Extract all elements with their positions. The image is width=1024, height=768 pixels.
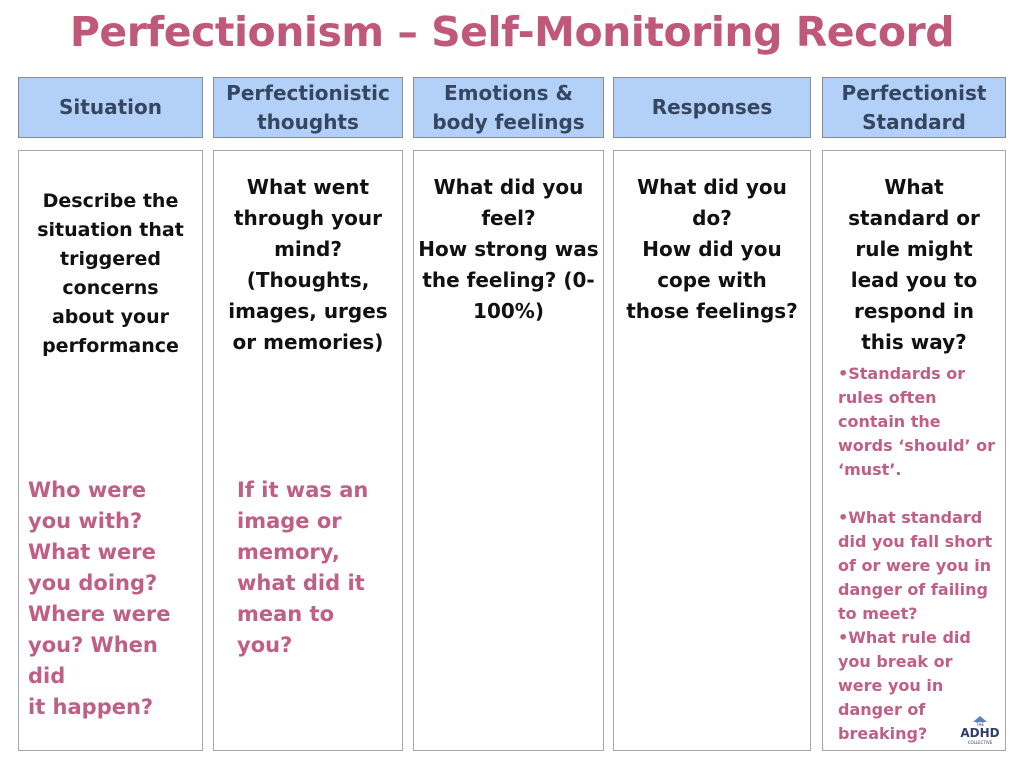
header-responses: Responses bbox=[613, 77, 811, 138]
column-thoughts: What went through your mind? (Thoughts, … bbox=[213, 150, 403, 751]
column-standard: What standard or rule might lead you to … bbox=[822, 150, 1006, 751]
thoughts-hint: If it was an image or memory, what did i… bbox=[237, 478, 369, 657]
standard-note-2: •What standard did you fall short of or … bbox=[838, 508, 993, 623]
logo-sub: COLLECTIVE bbox=[967, 740, 993, 745]
page-title: Perfectionism – Self-Monitoring Record bbox=[69, 8, 955, 56]
logo-the: THE bbox=[976, 722, 984, 727]
standard-note-1: •Standards or rules often contain the wo… bbox=[838, 364, 996, 479]
standard-prompt: What standard or rule might lead you to … bbox=[848, 175, 980, 354]
header-perfectionist-standard: Perfectionist Standard bbox=[822, 77, 1006, 138]
column-emotions: What did you feel? How strong was the fe… bbox=[413, 150, 604, 751]
header-situation: Situation bbox=[18, 77, 203, 138]
column-situation: Describe the situation that triggered co… bbox=[18, 150, 203, 751]
house-icon bbox=[973, 716, 987, 722]
situation-prompt: Describe the situation that triggered co… bbox=[37, 190, 184, 357]
column-responses: What did you do? How did you cope with t… bbox=[613, 150, 811, 751]
logo-main: ADHD bbox=[960, 726, 1000, 740]
situation-hint: Who were you with? What were you doing? … bbox=[28, 478, 171, 719]
standard-note-3: •What rule did you break or were you in … bbox=[838, 628, 971, 743]
header-emotions-body-feelings: Emotions & body feelings bbox=[413, 77, 604, 138]
adhd-collective-logo: THE ADHD COLLECTIVE bbox=[957, 716, 1003, 750]
responses-prompt: What did you do? How did you cope with t… bbox=[626, 175, 798, 323]
thoughts-prompt: What went through your mind? (Thoughts, … bbox=[228, 175, 388, 354]
header-perfectionistic-thoughts: Perfectionistic thoughts bbox=[213, 77, 403, 138]
emotions-prompt: What did you feel? How strong was the fe… bbox=[418, 175, 599, 323]
